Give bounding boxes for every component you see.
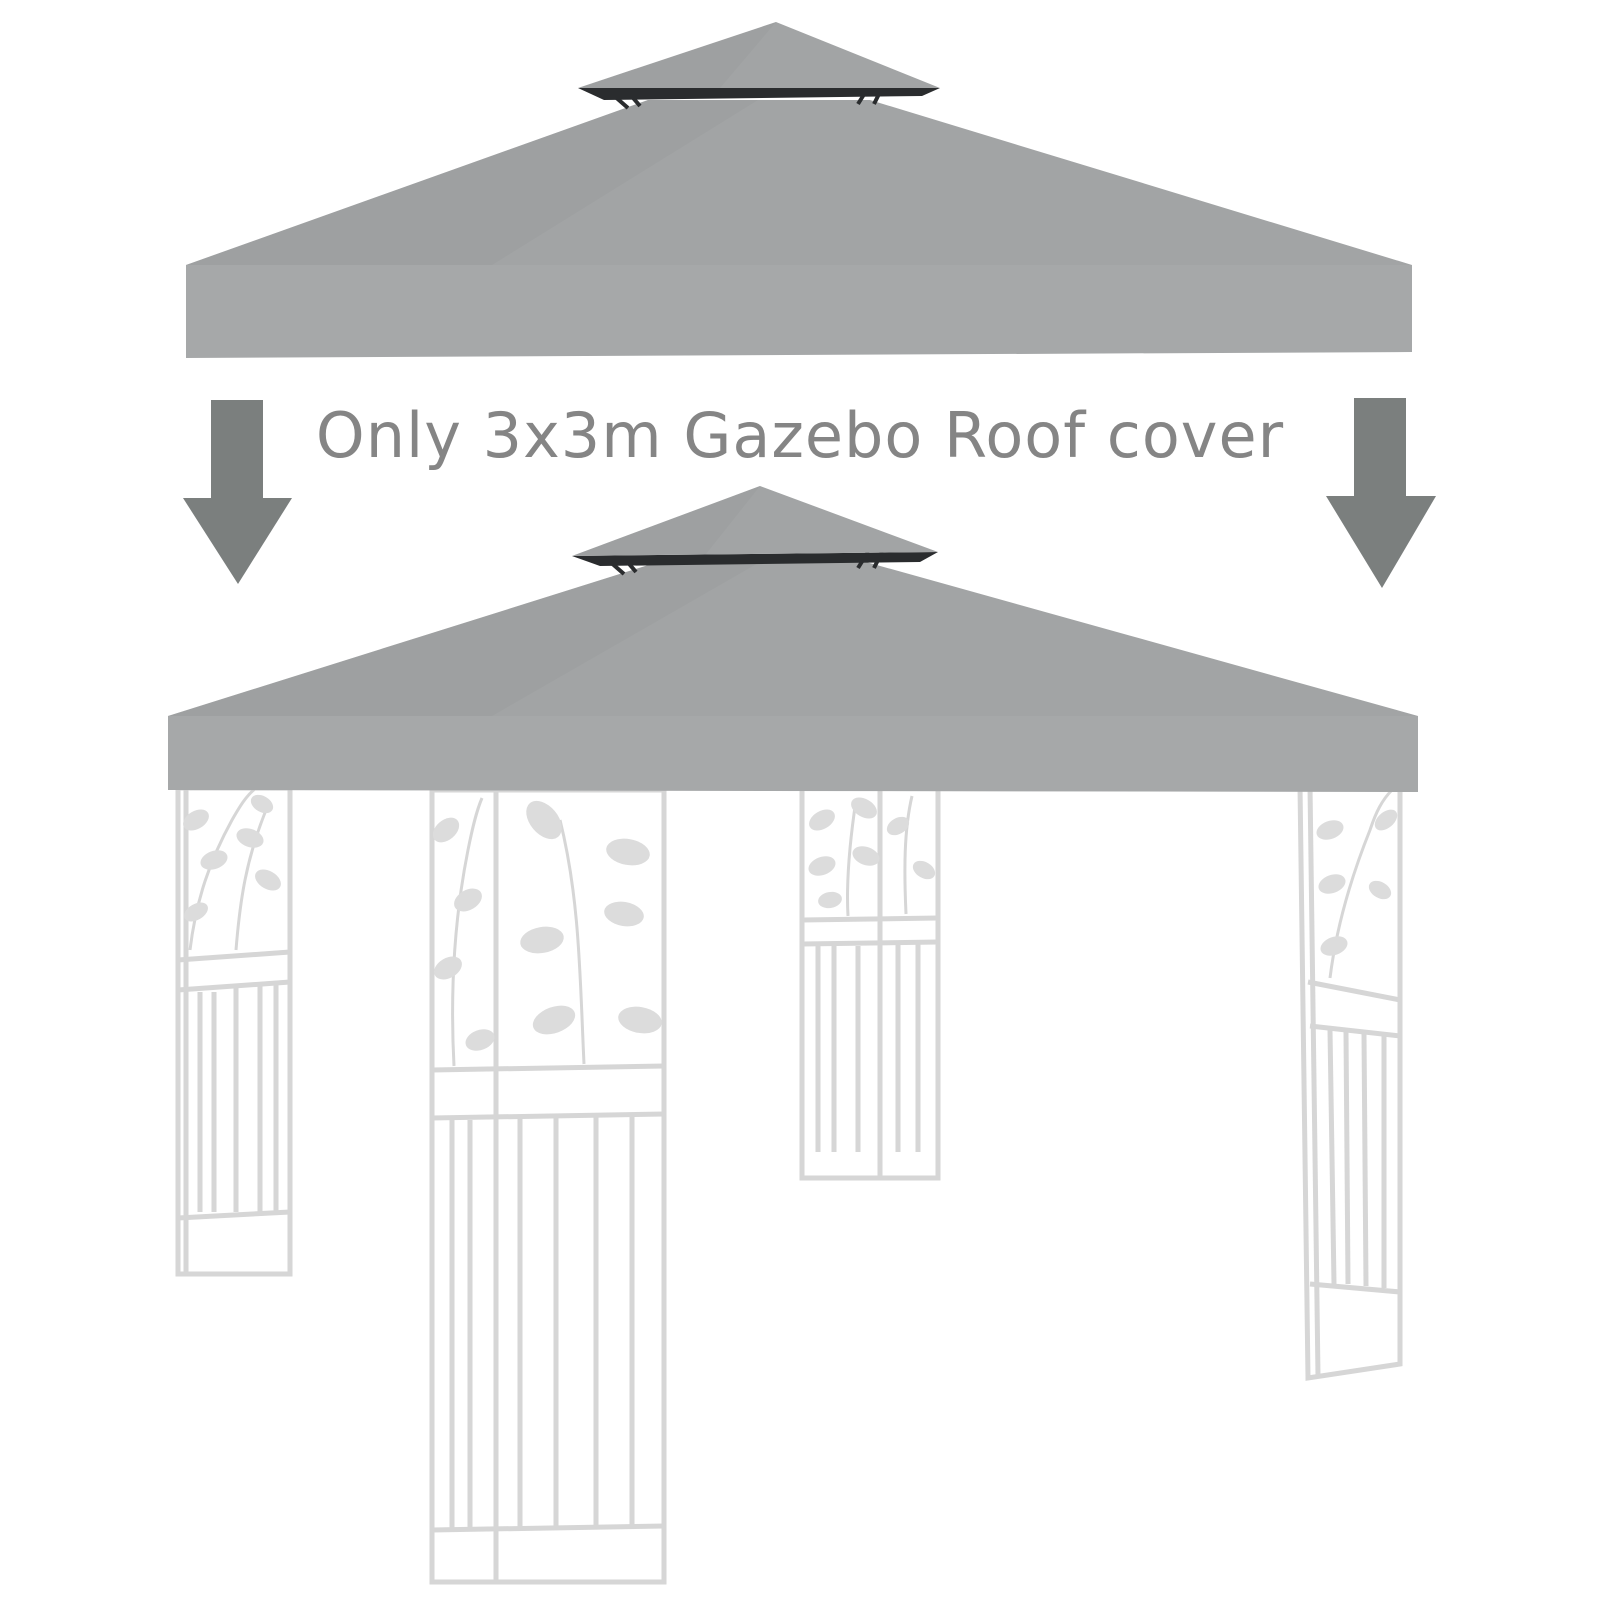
vent-band-installed	[572, 552, 938, 566]
vent-cap-shading	[578, 22, 776, 88]
gazebo-frame	[175, 783, 1403, 1585]
leaves-back-middle	[808, 797, 936, 909]
product-caption: Only 3x3m Gazebo Roof cover	[315, 399, 1285, 472]
vent-cap	[578, 22, 940, 88]
roof-cover-loose	[186, 22, 1412, 358]
post-front-left	[429, 787, 667, 1585]
vent-cap-installed	[572, 486, 938, 556]
roof-cover-installed	[168, 486, 1418, 792]
roof-installed-shading	[168, 562, 760, 716]
arrow-down-icon	[1326, 398, 1436, 588]
roof-installed-eave	[168, 716, 1418, 792]
post-back-middle	[799, 783, 941, 1181]
vent-band	[578, 88, 940, 100]
post-back-left	[175, 785, 293, 1277]
roof-cover-shading	[186, 100, 758, 265]
leaves-front-left	[432, 800, 662, 1051]
post-right	[1297, 783, 1403, 1381]
roof-cover-top	[186, 100, 1412, 265]
vent-cap-installed-shading	[572, 486, 760, 556]
leaves-right	[1316, 809, 1398, 956]
roof-installed-top	[168, 562, 1418, 716]
arrow-down-icon	[183, 400, 292, 584]
roof-cover-eave	[186, 265, 1412, 358]
leaves-back-left	[183, 794, 281, 922]
